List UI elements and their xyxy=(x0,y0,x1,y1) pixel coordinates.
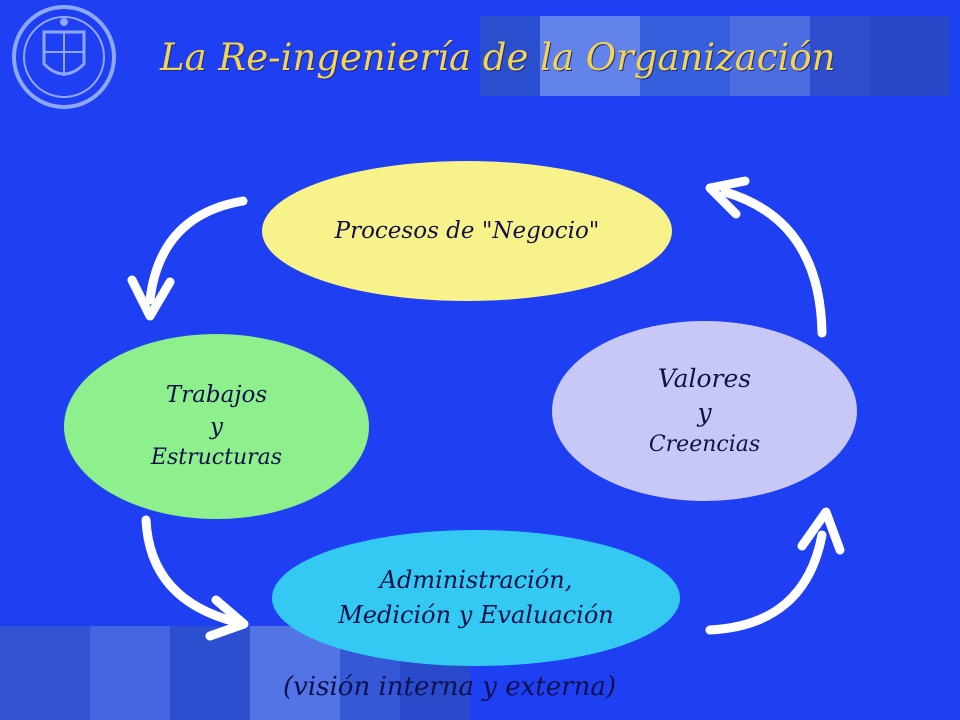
university-seal-logo xyxy=(12,5,116,109)
node-trabajos-line1: Trabajos xyxy=(165,381,268,408)
slide-title: La Re-ingeniería de la Organización xyxy=(160,36,836,79)
footer-note: (visión interna y externa) xyxy=(283,672,616,702)
node-procesos-de-negocio: Procesos de "Negocio" xyxy=(262,161,672,301)
node-administracion-line1: Administración, xyxy=(379,566,573,595)
node-trabajos-y-estructuras: Trabajos y Estructuras xyxy=(64,334,369,519)
header-photo-collage xyxy=(480,16,950,96)
node-valores-line2: y xyxy=(697,398,712,428)
arrow-valores-to-procesos xyxy=(705,176,827,338)
node-trabajos-line2: y xyxy=(210,414,223,441)
node-procesos-label: Procesos de "Negocio" xyxy=(334,218,600,244)
arrow-trabajos-to-administracion xyxy=(141,515,249,641)
node-valores-y-creencias: Valores y Creencias xyxy=(552,321,857,501)
node-trabajos-line3: Estructuras xyxy=(150,445,283,471)
arrow-procesos-to-trabajos xyxy=(127,196,248,321)
node-valores-line1: Valores xyxy=(657,364,752,394)
node-administracion-line2: Medición y Evaluación xyxy=(338,601,614,629)
arrow-administracion-to-valores xyxy=(705,507,845,635)
node-administracion: Administración, Medición y Evaluación xyxy=(272,530,680,666)
node-valores-line3: Creencias xyxy=(648,431,761,457)
